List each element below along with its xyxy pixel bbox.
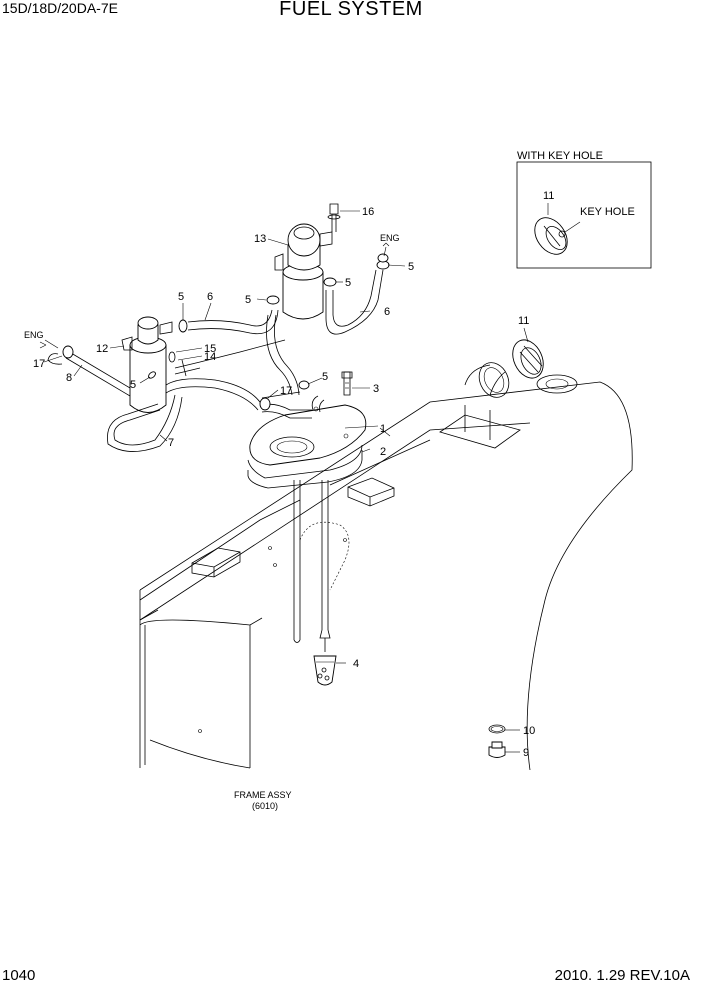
label-17b: 17 bbox=[280, 385, 292, 397]
filler-neck bbox=[439, 362, 578, 449]
frame-assy-ref: (6010) bbox=[252, 801, 278, 811]
eng-label-right: ENG bbox=[380, 233, 400, 243]
label-5b: 5 bbox=[245, 294, 251, 306]
fuel-filter bbox=[121, 316, 201, 413]
label-17a: 17 bbox=[33, 358, 45, 370]
key-hole-inset bbox=[516, 161, 652, 269]
label-5e: 5 bbox=[130, 379, 136, 391]
label-14: 14 bbox=[204, 351, 216, 363]
label-13: 13 bbox=[254, 233, 266, 245]
label-11: 11 bbox=[518, 315, 529, 327]
fuel-tank-frame bbox=[139, 381, 633, 771]
label-3: 3 bbox=[373, 383, 379, 395]
label-7: 7 bbox=[168, 437, 174, 449]
inset-part-number: 11 bbox=[543, 190, 554, 202]
label-6b: 6 bbox=[384, 306, 390, 318]
part-labels: 1 2 3 4 5 5 5 5 5 5 6 6 7 8 9 10 11 12 1… bbox=[24, 150, 635, 811]
eng-label-left: ENG bbox=[24, 330, 44, 340]
label-5a: 5 bbox=[178, 291, 184, 303]
label-5d: 5 bbox=[408, 261, 414, 273]
label-8: 8 bbox=[66, 372, 72, 384]
eng-arrow-right bbox=[382, 242, 390, 247]
label-5c: 5 bbox=[345, 277, 351, 289]
leader-lines bbox=[43, 210, 529, 753]
revision-date: 2010. 1.29 REV.10A bbox=[554, 967, 690, 984]
label-9: 9 bbox=[523, 747, 529, 759]
label-16: 16 bbox=[362, 206, 374, 218]
fuel-sender-assembly bbox=[247, 371, 367, 686]
label-1: 1 bbox=[380, 423, 386, 435]
model-number: 15D/18D/20DA-7E bbox=[2, 0, 118, 16]
inset-title: WITH KEY HOLE bbox=[517, 150, 603, 162]
label-6a: 6 bbox=[207, 291, 213, 303]
label-2: 2 bbox=[380, 446, 386, 458]
label-4: 4 bbox=[353, 658, 359, 670]
eng-arrow-left bbox=[39, 341, 47, 349]
label-12: 12 bbox=[96, 343, 108, 355]
fuel-hoses bbox=[47, 253, 389, 452]
drain-plug bbox=[488, 724, 506, 758]
fuel-cap bbox=[512, 339, 544, 379]
frame-assy-label: FRAME ASSY bbox=[234, 790, 292, 800]
label-5f: 5 bbox=[322, 371, 328, 383]
page-number: 1040 bbox=[2, 967, 36, 984]
inset-key-hole-label: KEY HOLE bbox=[580, 206, 635, 218]
label-10: 10 bbox=[523, 725, 535, 737]
water-separator bbox=[266, 203, 390, 320]
label-15: 15 bbox=[204, 343, 216, 355]
hose-right bbox=[325, 269, 384, 335]
page-title: FUEL SYSTEM bbox=[279, 0, 423, 20]
